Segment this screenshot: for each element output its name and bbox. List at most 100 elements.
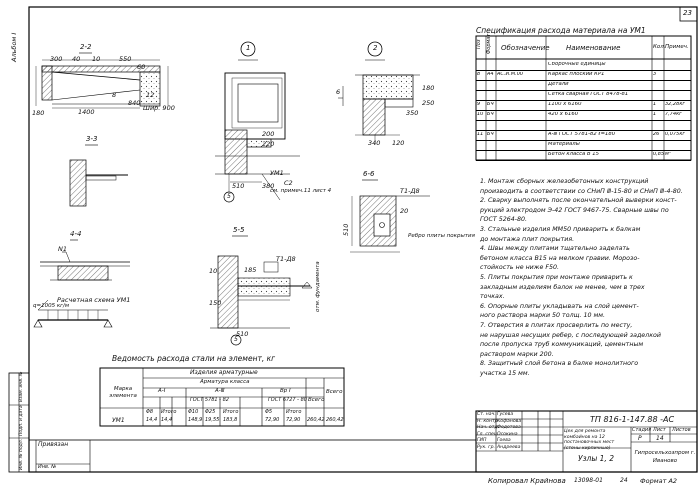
stamp-label-1: Взам. инв. № (19, 371, 24, 402)
steel-grand-h: Всего (326, 389, 343, 395)
steel-sub-5: Φ5 (265, 409, 273, 415)
n2-dim-250: 250 (422, 99, 435, 107)
s44-n1: N1 (58, 245, 67, 253)
note-line: производить в соответствии со СНиП Ⅲ-15-… (480, 187, 683, 195)
section-label-6-6: 6-6 (363, 170, 375, 178)
title-person: Кофанова (497, 418, 522, 424)
steel-sub-4: Итого (223, 409, 239, 415)
title-stage: Р (638, 435, 642, 442)
dim-shir: Шир. 900 (143, 104, 175, 112)
node-1-drawing (215, 41, 300, 203)
steel-mark-header: Марка элемента (109, 386, 137, 400)
dim-300: 300 (50, 55, 63, 63)
spec-cell-pos: 8 (477, 72, 481, 77)
steel-v1: 14,4 (161, 417, 173, 423)
title-sheet-h: Лист (653, 427, 666, 433)
node-label-2: 2 (373, 44, 378, 52)
steel-v7: 260,42 (307, 417, 325, 423)
spec-h-fmt: Формат (486, 33, 492, 54)
title-role: Нач. отд. (477, 425, 500, 431)
note-line: 8. Защитный слой бетона в балке монолитн… (480, 360, 639, 368)
spec-cell-pos: 9 (477, 102, 481, 107)
n1-dim-380: 380 (262, 182, 275, 190)
dim-180: 180 (32, 109, 45, 117)
steel-gost2: ГОСТ 6727 - 80 (268, 397, 307, 403)
dim-840: 840 (128, 99, 141, 107)
spec-h-des: Обозначение (501, 44, 550, 52)
album-label: Альбом I (10, 32, 18, 62)
note-line: 4. Швы между плитами тщательно заделать (480, 245, 630, 253)
note-line: закладным изделиям балок не менее, чем в… (480, 283, 645, 291)
title-person: Осокина (497, 431, 518, 437)
stamp-label-3: Инв. № подл. (19, 438, 24, 470)
spec-row: Сборочные единицы (476, 60, 691, 71)
title-drawing: Узлы 1, 2 (578, 454, 614, 463)
stamp-label-2: Подп. и дата (19, 405, 24, 436)
n1-ref: см. примеч.11 лист 4 (270, 188, 332, 194)
section-label-3-3: 3-3 (86, 135, 98, 143)
title-block-grid (475, 410, 698, 473)
steel-title: Ведомость расхода стали на элемент, кг (112, 354, 276, 363)
section-6-6-drawing (350, 179, 430, 253)
spec-h-name: Наименование (566, 44, 621, 52)
dim-1400: 1400 (78, 108, 95, 116)
steel-a3: А-Ⅲ (215, 388, 225, 394)
title-person: Гусева (497, 412, 514, 417)
title-role: Гл. спец. (477, 431, 499, 437)
title-person: Гоева (497, 438, 511, 444)
note-line: рукций электродом Э-42 ГОСТ 9467-75. Сва… (480, 206, 669, 214)
spec-row: Материалы (476, 140, 691, 151)
title-role: Рук. гр. (477, 445, 495, 450)
spec-cell-note: 7,74кг (665, 112, 682, 117)
title-code: ТП 816-1-147.88 -АС (590, 415, 675, 424)
spec-h-note: Примеч. (665, 44, 689, 50)
dim-8: 8 (112, 91, 117, 99)
spec-cell-pos: 11 (477, 132, 484, 137)
spec-cell-fmt: А4 (487, 72, 494, 77)
steel-rebar: Арматура класса (200, 379, 250, 385)
steel-a1: А-Ⅰ (158, 388, 166, 394)
spec-cell-name: 420 х 6160 (548, 112, 579, 117)
section-3-3-drawing (69, 144, 128, 207)
spec-cell-name: Детали (548, 82, 569, 87)
title-role: Н. контр. (477, 418, 500, 424)
spec-cell-qty: 0,85 (653, 152, 664, 157)
steel-gost1: ГОСТ 5781 - 82 (190, 397, 229, 403)
s66-rebro: Ребро плиты покрытия (408, 233, 475, 239)
order-no: 13098-01 (574, 477, 603, 484)
spec-cell-name: Каркас плоский КР1 (548, 72, 605, 77)
steel-v8: 260,42 (326, 417, 344, 423)
node-label-5b: 5 (234, 336, 238, 343)
steel-total-h: Всего (308, 397, 325, 403)
s55-dim-510: 510 (236, 330, 249, 338)
spec-title: Спецификация расхода материала на УМ1 (476, 26, 646, 35)
title-desc: Цех для ремонта комбайнов на 12 постанов… (564, 429, 615, 451)
s55-mark: отм. фундамента (315, 261, 321, 312)
node-label-1: 1 (246, 44, 251, 52)
n2-dim-6: 6 (336, 88, 341, 96)
title-person: Андреева (497, 445, 521, 450)
spec-cell-fmt: БЧ (487, 132, 494, 137)
steel-sub-3: Φ25 (205, 409, 216, 415)
n1-dim-200: 200 (262, 130, 275, 138)
spec-row: Сетка сварная ГОСТ 8478-81 (476, 90, 691, 101)
spec-cell-fmt: БЧ (487, 102, 494, 107)
n2-dim-180: 180 (422, 84, 435, 92)
privyazan-grid (28, 439, 477, 473)
note-line: ГОСТ 5264-80. (480, 216, 528, 224)
steel-v3: 19,55 (205, 417, 220, 423)
steel-v0: 14,4 (146, 417, 158, 423)
title-sheet: 14 (656, 435, 664, 442)
section-4-4-drawing (33, 239, 130, 328)
section-label-5-5: 5-5 (233, 226, 245, 234)
n1-dim-510: 510 (232, 182, 245, 190)
title-org: Гипросельхозпром г. Иваново (634, 450, 696, 464)
spec-cell-name: Сетка сварная ГОСТ 8478-81 (548, 92, 629, 97)
steel-row-mark: УМ1 (112, 417, 125, 424)
spec-cell-name: Материалы (548, 142, 580, 147)
